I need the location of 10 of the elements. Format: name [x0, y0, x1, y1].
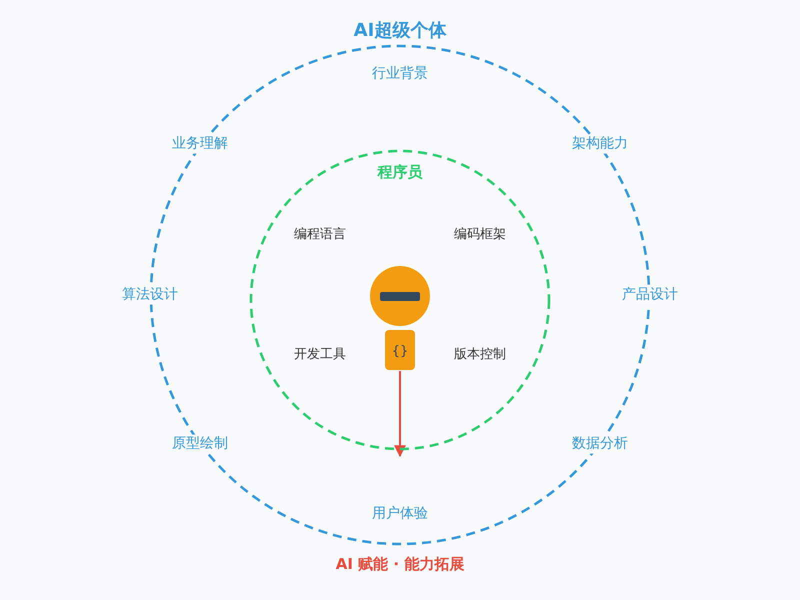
label: 原型绘制 [170, 434, 230, 454]
heading: AI超级个体 [350, 20, 450, 41]
heading: 程序员 [374, 163, 426, 181]
label: 产品设计 [620, 286, 680, 304]
code-symbol: {} [390, 343, 410, 361]
label: 业务理解 [170, 134, 230, 154]
arrow [394, 371, 406, 458]
label: 算法设计 [120, 286, 180, 304]
caption: AI 赋能 · 能力拓展 [334, 554, 466, 574]
label: 数据分析 [570, 434, 630, 454]
